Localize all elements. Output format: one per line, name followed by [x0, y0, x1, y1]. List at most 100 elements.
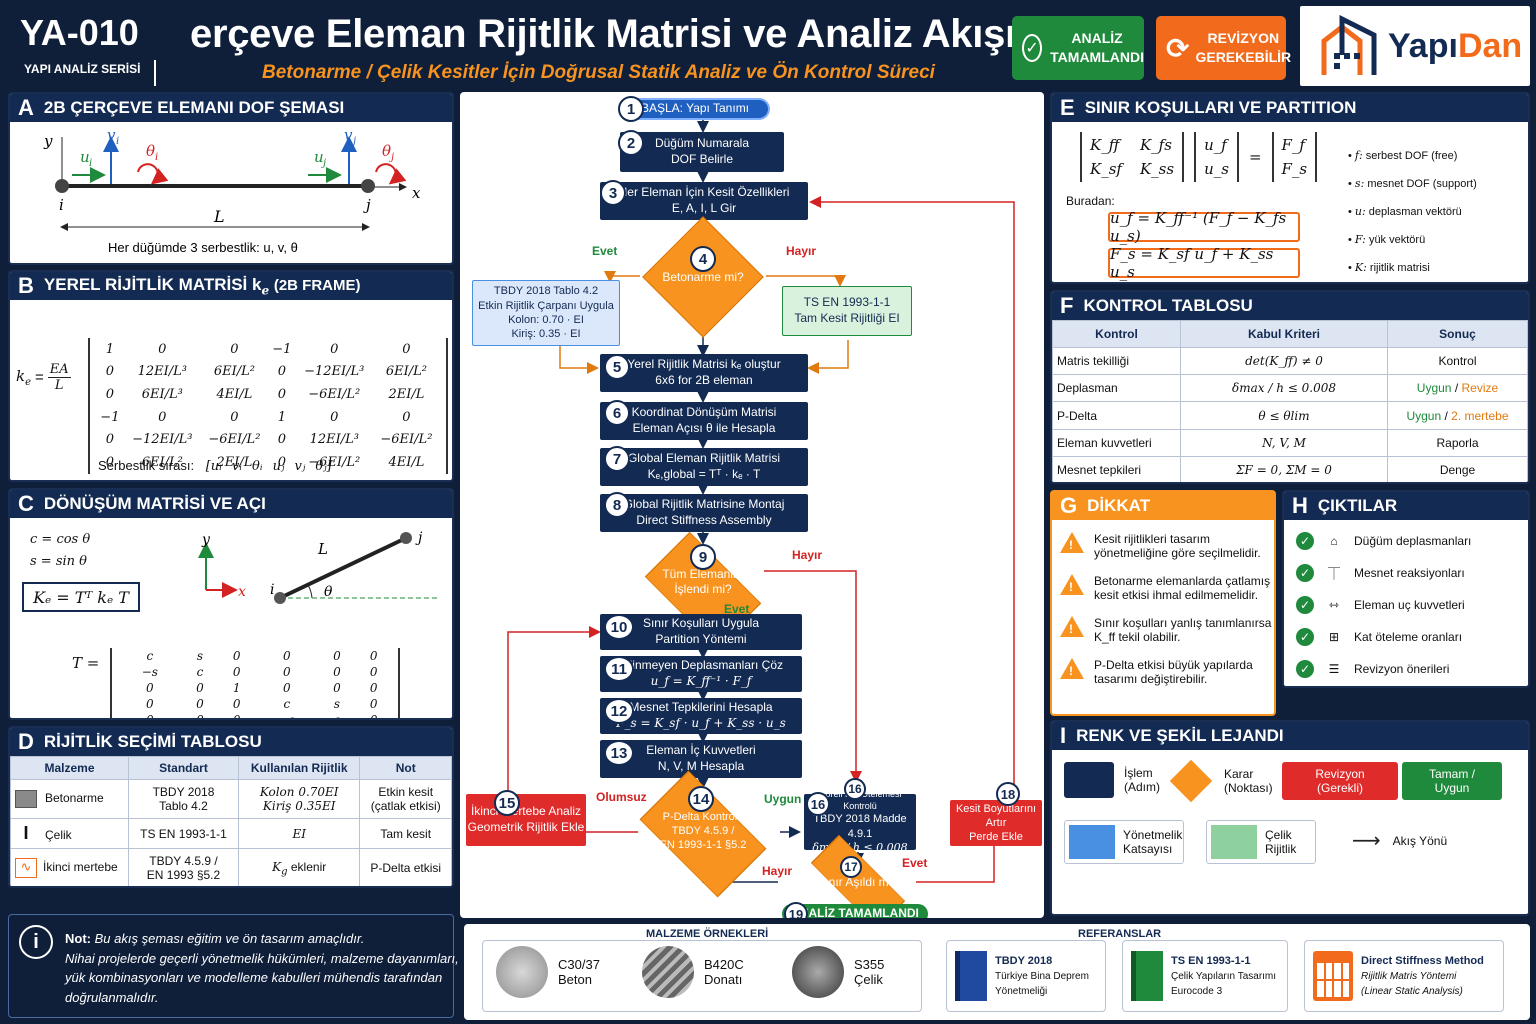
matrix-cell: 4EI/L	[216, 387, 253, 403]
matrix-cell: s	[196, 649, 204, 663]
matrix-cell: 0	[369, 681, 378, 695]
document-icon: ☰	[1328, 662, 1340, 676]
page-subtitle: Betonarme / Çelik Kesitler İçin Doğrusal…	[262, 62, 935, 83]
matrix-cell: 0	[333, 649, 341, 663]
matrix-cell: 0	[105, 387, 115, 403]
svg-text:x: x	[238, 584, 246, 600]
matrix-cell: 0	[402, 341, 411, 357]
calculator-icon	[1313, 951, 1353, 1001]
eq-uf: u_f = K_ff⁻¹ (F_f − K_fs u_s)	[1108, 209, 1300, 245]
matrix-cell: 0	[369, 665, 378, 679]
matrix-cell: 0	[232, 649, 241, 663]
legend-process: İşlem(Adım)	[1064, 762, 1160, 798]
dof-diagram: y x u i v i θ i u j v j θ j i j L Her dü…	[43, 126, 421, 255]
matrix-cell: 0	[230, 341, 239, 357]
series-label: YAPI ANALİZ SERİSİ	[24, 62, 141, 76]
matrix-cell: 0	[146, 697, 154, 711]
support-icon: ⏉	[1327, 566, 1340, 581]
info-icon: i	[19, 925, 53, 959]
logo-text: YapıDan	[1388, 26, 1523, 65]
svg-text:i: i	[270, 582, 274, 598]
matrix-cell: 1	[232, 681, 241, 695]
steel-beam-icon	[792, 946, 844, 998]
concrete-block-icon	[15, 789, 37, 808]
matrix-cell: 0	[369, 713, 378, 720]
matrix-cell: −6EI/L²	[308, 455, 361, 471]
ke-global-eq: Kₑ = Tᵀ kₑ T	[22, 582, 140, 612]
matrix-cell: −6EI/L²	[208, 432, 261, 448]
list-item: ✓⇿Eleman uç kuvvetleri	[1296, 596, 1471, 614]
list-item: • s: mesnet DOF (support)	[1348, 177, 1477, 190]
matrix-cell: c	[333, 713, 341, 720]
svg-text:Her düğümde 3 serbestlik: u, v: Her düğümde 3 serbestlik: u, v, θ	[108, 240, 298, 255]
list-item: • f: serbest DOF (free)	[1348, 149, 1458, 162]
logo-box: YapıDan	[1300, 6, 1530, 86]
matrix-cell: −s	[141, 665, 158, 679]
matrix-cell: 0	[277, 432, 286, 448]
matrix-cell: s	[333, 697, 341, 711]
matrix-cell: 0	[369, 649, 378, 663]
list-item: • F: yük vektörü	[1348, 233, 1426, 246]
matrix-cell: 0	[196, 697, 204, 711]
legend-ok: Tamam /Uygun	[1402, 762, 1502, 800]
page-title: erçeve Eleman Rijitlik Matrisi ve Analiz…	[190, 12, 1016, 56]
green-book-icon	[1131, 951, 1163, 1001]
matrix-cell: 0	[105, 432, 115, 448]
matrix-cell: c	[146, 649, 154, 663]
refresh-icon: ⟳	[1166, 32, 1190, 64]
svg-text:y: y	[201, 532, 211, 548]
matrix-cell: 0	[283, 681, 291, 695]
blue-book-icon	[955, 951, 987, 1001]
matrix-cell: −12EI/L³	[304, 364, 365, 380]
check-circle-icon: ✓	[1022, 34, 1043, 62]
warning-icon: !	[1060, 532, 1084, 553]
svg-text:i: i	[89, 158, 92, 169]
matrix-cell: 0	[369, 697, 378, 711]
i-beam-icon: I	[23, 823, 29, 844]
svg-text:v: v	[344, 126, 353, 144]
svg-text:x: x	[412, 184, 421, 202]
matrix-cell: 0	[196, 681, 204, 695]
svg-text:j: j	[351, 136, 356, 147]
rotated-element-diagram: y x L i j θ	[198, 530, 440, 604]
svg-text:j: j	[363, 196, 371, 214]
matrix-cell: 0	[232, 713, 241, 720]
note-box: i Not: Bu akış şeması eğitim ve ön tasar…	[8, 914, 459, 1018]
references-title: REFERANSLAR	[1078, 928, 1162, 940]
eq-fs: F_s = K_sf u_f + K_ss u_s	[1108, 245, 1300, 281]
list-item: • K: rijitlik matrisi	[1348, 261, 1430, 274]
matrix-cell: 0	[146, 681, 154, 695]
check-icon: ✓	[1296, 564, 1314, 582]
matrix-cell: 6EI/L³	[141, 387, 183, 403]
svg-text:L: L	[213, 207, 225, 226]
svg-text:i: i	[59, 196, 64, 214]
legend-revision: Revizyon(Gerekli)	[1282, 762, 1398, 800]
svg-text:y: y	[43, 132, 53, 150]
flow-node-19: ANALİZ TAMAMLANDI	[782, 904, 928, 918]
matrix-cell: −12EI/L³	[132, 432, 193, 448]
